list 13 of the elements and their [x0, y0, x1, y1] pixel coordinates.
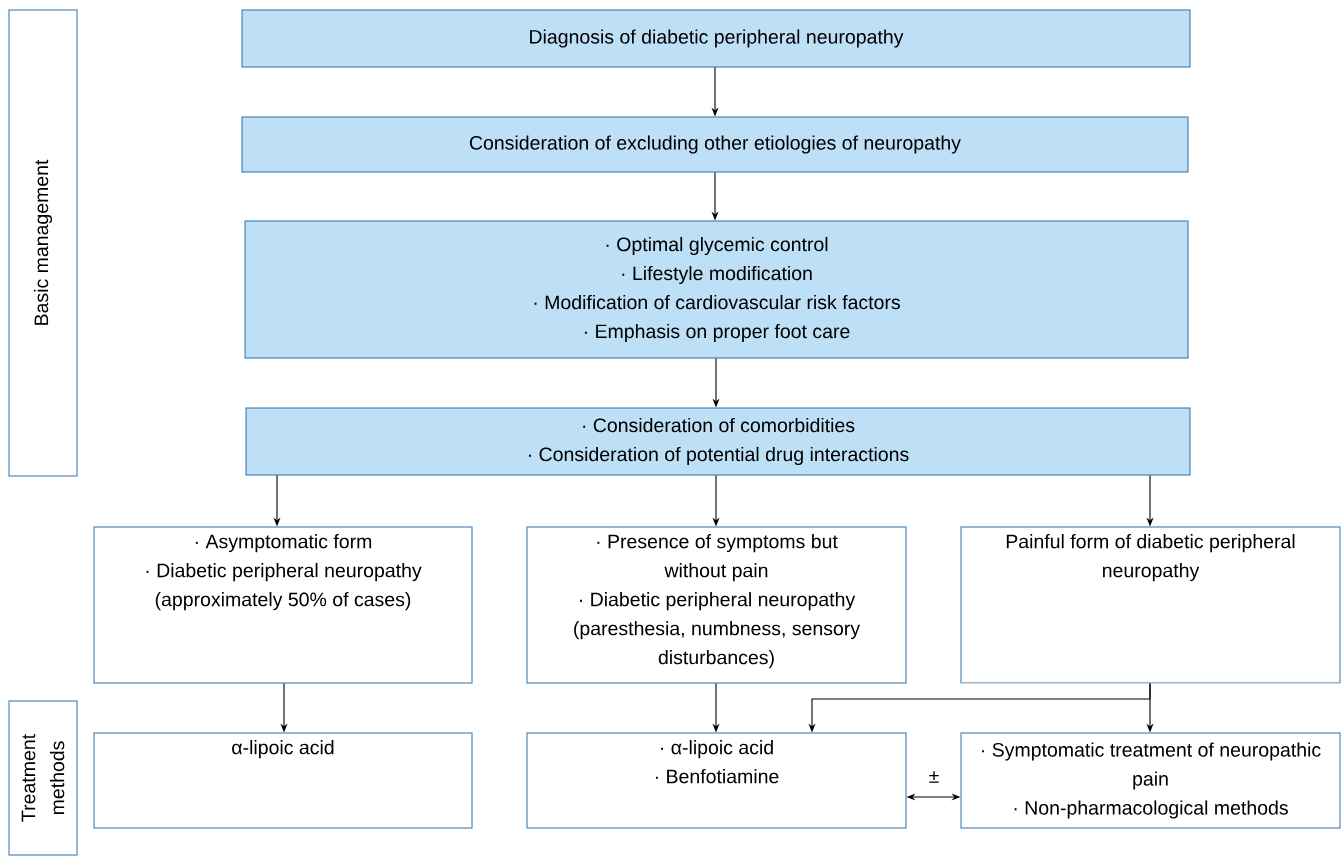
- section-band: Basic management: [8, 9, 78, 477]
- process-box: Diagnosis of diabetic peripheral neuropathy: [241, 9, 1191, 68]
- section-band: Treatment methods: [8, 700, 78, 856]
- process-box: · Consideration of comorbidities · Consideration of potential drug interactions: [245, 407, 1191, 476]
- process-box: · α-lipoic acid · Benfotiamine: [526, 732, 907, 829]
- process-box: · Presence of symptoms but without pain · Diabetic peripheral neuropathy (paresthesia, numbness, sensory disturbances): [526, 526, 907, 684]
- process-box: · Asymptomatic form · Diabetic peripheral neuropathy (approximately 50% of cases): [93, 526, 473, 684]
- process-box: Painful form of diabetic peripheral neuropathy: [960, 526, 1341, 684]
- process-box: α-lipoic acid: [93, 732, 473, 829]
- process-box: · Symptomatic treatment of neuropathic pain · Non-pharmacological methods: [960, 732, 1341, 829]
- process-box: · Optimal glycemic control · Lifestyle modification · Modification of cardiovascular risk factors · Emphasis on proper foot care: [244, 220, 1189, 359]
- process-box: Consideration of excluding other etiologies of neuropathy: [241, 116, 1189, 173]
- edge-label: ±: [927, 770, 941, 784]
